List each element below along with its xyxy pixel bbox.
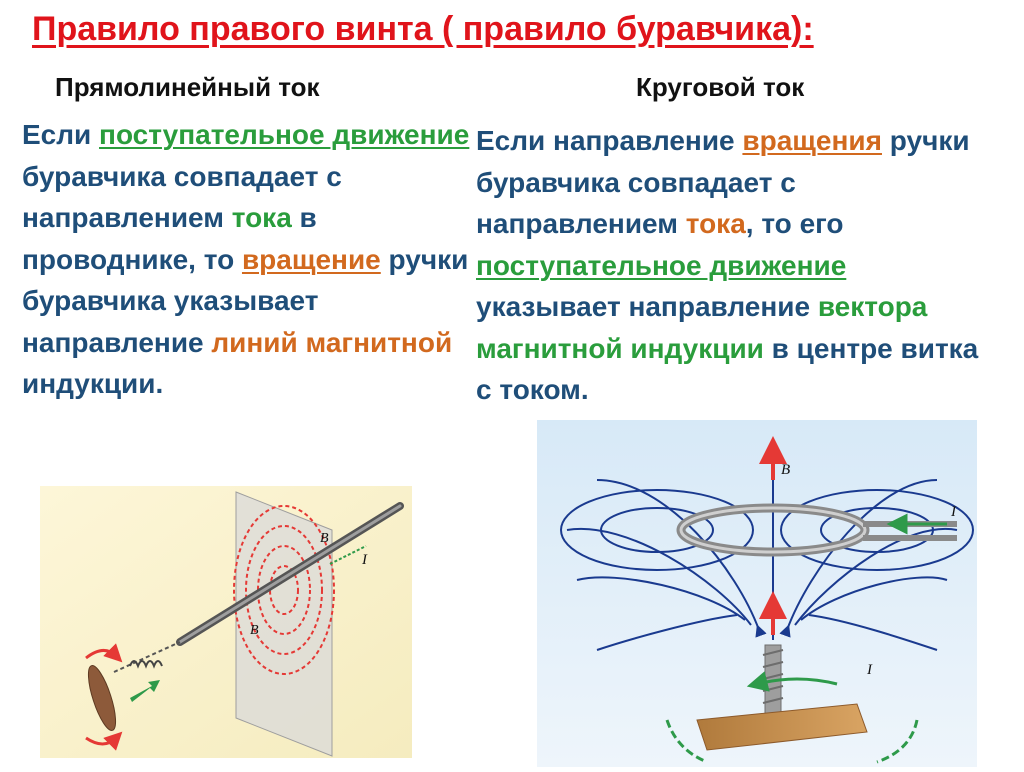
rule-straight-current-text: Если поступательное движение буравчика с… [22,114,472,405]
text-segment: ручки буравчика указывает направление [22,243,469,358]
gimlet-handle-wood [696,703,868,751]
field-lines-blue [560,444,974,651]
term-magnetic-induction-vector: вектора магнитной индукции [476,291,928,364]
term-rotation: вращения [742,125,882,156]
screw-spring [129,660,163,669]
text-segment: , то его [745,208,844,239]
label-I-rotation: I [866,662,873,678]
plane [235,491,333,757]
current-direction-line [329,545,367,565]
rotation-arrow-right [876,719,919,764]
text-segment: буравчика совпадает с направлением [22,160,342,234]
motion-arrow-green [130,680,160,702]
rotation-arrow-top [85,643,123,663]
figure-background [537,420,977,767]
rule-circular-current-text: Если направление вращения ручки буравчик… [476,120,996,411]
heading-straight-current: Прямолинейный ток [55,72,320,102]
screw-axis [113,641,181,673]
text-segment: индукции. [22,368,164,399]
term-rotation: вращение [241,243,381,275]
label-I: I [361,552,368,568]
gimlet-handle [87,665,117,731]
text-segment: в центре витка с током. [476,332,979,406]
text-segment: указывает направление [476,291,818,322]
text-segment: Если направление [476,125,743,156]
heading-circular-current: Круговой ток [636,72,805,102]
straight-conductor-illustration: B B I [40,486,412,758]
circular-current-illustration: B I I [537,420,977,767]
rotation-arrow-left [665,719,708,764]
text-segment: Если [22,119,100,150]
field-lines-red [233,505,335,675]
term-translational-motion: поступательное движение [99,119,470,150]
straight-conductor-svg: B B I [40,486,412,758]
label-B-bottom: B [250,623,259,638]
term-translational-motion: поступательное движение [476,249,847,281]
text-segment: в проводнике, то [22,202,317,275]
label-B: B [781,462,790,478]
text-segment: ручки буравчика совпадает с направлением [476,125,970,239]
rotation-arrow-top [746,671,838,692]
term-current: тока [231,202,292,233]
figure-background [40,486,412,758]
rotation-arrow-bottom [85,731,123,751]
label-I-loop: I [950,504,957,520]
label-B-top: B [320,531,329,546]
slide-title: Правило правого винта ( правило буравчик… [32,10,814,48]
circular-current-svg: B I I [537,420,977,767]
term-magnetic-lines: линий магнитной [211,326,453,358]
term-current: тока [685,208,746,239]
